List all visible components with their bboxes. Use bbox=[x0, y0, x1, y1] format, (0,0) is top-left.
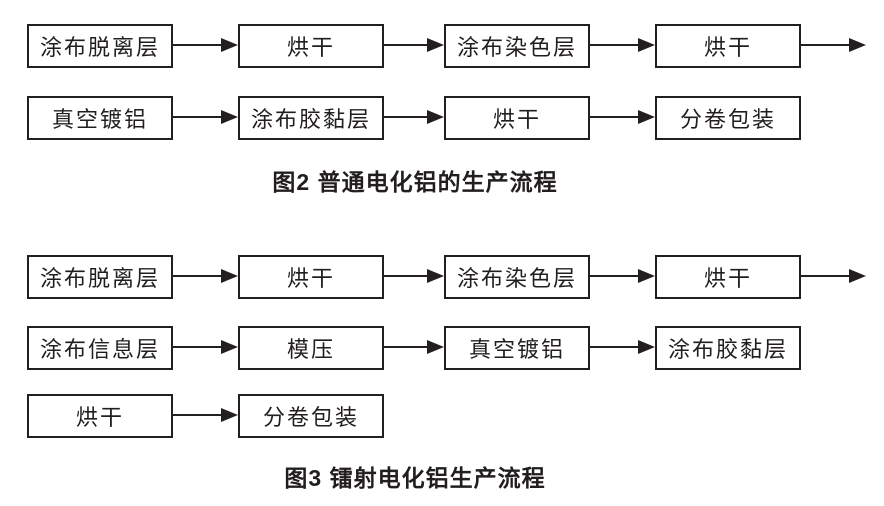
arrow-shaft bbox=[173, 116, 221, 118]
process-step-box: 涂布信息层 bbox=[27, 326, 173, 370]
flow-continues-arrow-icon bbox=[801, 37, 866, 53]
process-step-label: 涂布胶黏层 bbox=[667, 337, 788, 362]
arrow-head bbox=[221, 110, 238, 124]
process-step-label: 烘干 bbox=[75, 405, 124, 430]
process-step-label: 真空镀铝 bbox=[468, 337, 565, 362]
arrow-head bbox=[427, 110, 444, 124]
flow-arrow-icon bbox=[384, 37, 444, 53]
process-step-box: 涂布脱离层 bbox=[27, 24, 173, 68]
flow-arrow-icon bbox=[173, 339, 238, 355]
arrow-head bbox=[638, 38, 655, 52]
arrow-head bbox=[849, 269, 866, 283]
flow-arrow-icon bbox=[590, 37, 655, 53]
arrow-head bbox=[638, 340, 655, 354]
arrow-head bbox=[427, 340, 444, 354]
process-step-label: 烘干 bbox=[703, 35, 752, 60]
process-step-box: 烘干 bbox=[238, 24, 384, 68]
process-step-label: 烘干 bbox=[703, 266, 752, 291]
arrow-shaft bbox=[173, 275, 221, 277]
process-step-label: 模压 bbox=[286, 337, 335, 362]
arrow-shaft bbox=[384, 116, 427, 118]
flow-arrow-icon bbox=[173, 109, 238, 125]
arrow-shaft bbox=[384, 346, 427, 348]
flow-arrow-icon bbox=[384, 109, 444, 125]
arrow-head bbox=[221, 269, 238, 283]
process-step-label: 涂布染色层 bbox=[456, 266, 577, 291]
process-step-box: 分卷包装 bbox=[655, 96, 801, 140]
arrow-head bbox=[849, 38, 866, 52]
figure-caption: 图3 镭射电化铝生产流程 bbox=[284, 465, 546, 491]
process-step-label: 分卷包装 bbox=[262, 405, 359, 430]
process-step-label: 分卷包装 bbox=[679, 107, 776, 132]
process-step-label: 涂布胶黏层 bbox=[250, 107, 371, 132]
flow-arrow-icon bbox=[384, 268, 444, 284]
process-step-box: 烘干 bbox=[655, 255, 801, 299]
process-step-label: 烘干 bbox=[286, 266, 335, 291]
process-step-box: 分卷包装 bbox=[238, 394, 384, 438]
arrow-head bbox=[427, 269, 444, 283]
flow-arrow-icon bbox=[173, 37, 238, 53]
flow-arrow-icon bbox=[590, 109, 655, 125]
arrow-head bbox=[221, 38, 238, 52]
arrow-shaft bbox=[801, 275, 849, 277]
process-step-box: 涂布胶黏层 bbox=[238, 96, 384, 140]
arrow-head bbox=[221, 340, 238, 354]
arrow-head bbox=[638, 269, 655, 283]
arrow-shaft bbox=[590, 116, 638, 118]
flow-arrow-icon bbox=[590, 339, 655, 355]
process-step-box: 涂布胶黏层 bbox=[655, 326, 801, 370]
process-step-box: 涂布染色层 bbox=[444, 24, 590, 68]
flow-arrow-icon bbox=[173, 407, 238, 423]
process-step-label: 烘干 bbox=[286, 35, 335, 60]
arrow-shaft bbox=[590, 44, 638, 46]
process-step-box: 烘干 bbox=[655, 24, 801, 68]
process-step-label: 涂布脱离层 bbox=[39, 266, 160, 291]
process-step-label: 烘干 bbox=[492, 107, 541, 132]
flow-arrow-icon bbox=[590, 268, 655, 284]
arrow-head bbox=[221, 408, 238, 422]
figure-caption: 图2 普通电化铝的生产流程 bbox=[272, 169, 558, 195]
process-step-box: 模压 bbox=[238, 326, 384, 370]
arrow-shaft bbox=[590, 346, 638, 348]
process-step-label: 真空镀铝 bbox=[51, 107, 148, 132]
process-step-box: 真空镀铝 bbox=[444, 326, 590, 370]
arrow-shaft bbox=[173, 346, 221, 348]
arrow-shaft bbox=[173, 414, 221, 416]
arrow-shaft bbox=[384, 275, 427, 277]
arrow-head bbox=[427, 38, 444, 52]
arrow-head bbox=[638, 110, 655, 124]
process-step-box: 烘干 bbox=[238, 255, 384, 299]
process-step-label: 涂布染色层 bbox=[456, 35, 577, 60]
flow-continues-arrow-icon bbox=[801, 268, 866, 284]
process-step-box: 烘干 bbox=[27, 394, 173, 438]
process-step-box: 真空镀铝 bbox=[27, 96, 173, 140]
process-step-label: 涂布脱离层 bbox=[39, 35, 160, 60]
arrow-shaft bbox=[801, 44, 849, 46]
process-step-box: 烘干 bbox=[444, 96, 590, 140]
flow-arrow-icon bbox=[384, 339, 444, 355]
process-step-box: 涂布染色层 bbox=[444, 255, 590, 299]
arrow-shaft bbox=[590, 275, 638, 277]
arrow-shaft bbox=[173, 44, 221, 46]
flow-arrow-icon bbox=[173, 268, 238, 284]
process-step-label: 涂布信息层 bbox=[39, 337, 160, 362]
process-step-box: 涂布脱离层 bbox=[27, 255, 173, 299]
arrow-shaft bbox=[384, 44, 427, 46]
